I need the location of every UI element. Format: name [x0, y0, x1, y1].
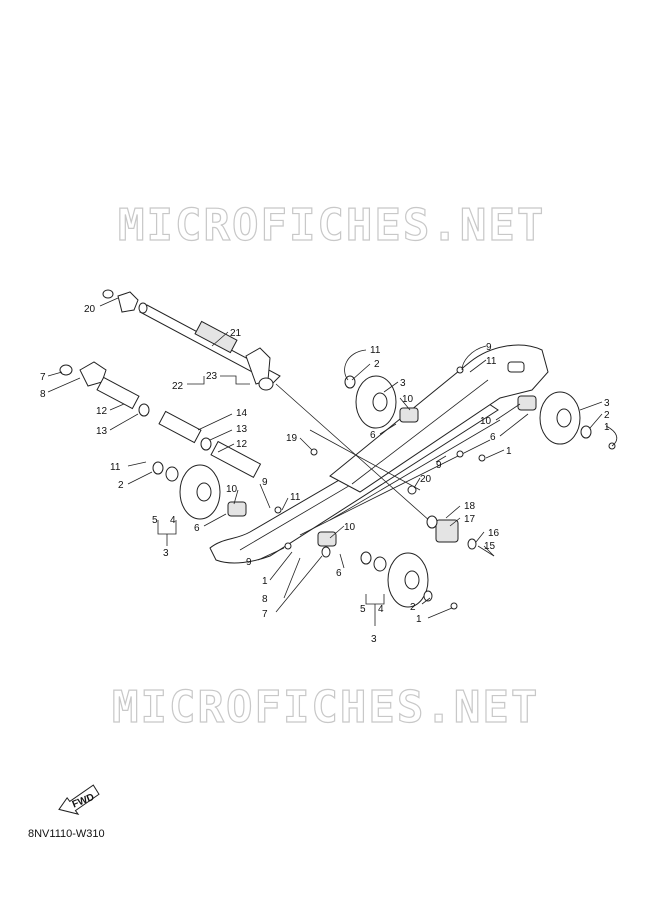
idler-wheel-right-front	[344, 375, 397, 429]
idler-wheel-right-rear	[539, 391, 592, 445]
rear-shaft-lower	[79, 361, 262, 479]
callout-2: 2	[410, 602, 416, 613]
callout-16: 16	[488, 528, 500, 539]
callout-9: 9	[246, 557, 252, 568]
callout-11: 11	[290, 492, 301, 503]
callout-3: 3	[163, 548, 169, 559]
callout-9: 9	[436, 460, 442, 471]
callout-7: 7	[40, 372, 46, 383]
callout-17: 17	[464, 514, 476, 525]
callout-6: 6	[336, 568, 342, 579]
callout-13: 13	[96, 426, 108, 437]
callout-12: 12	[236, 439, 248, 450]
callout-11: 11	[486, 356, 497, 367]
callout-9: 9	[262, 477, 268, 488]
callout-11: 11	[370, 345, 381, 356]
callout-9: 9	[486, 342, 492, 353]
diagram-code: 8NV1110-W310	[28, 828, 105, 840]
callout-23: 23	[206, 371, 218, 382]
callout-5: 5	[360, 604, 366, 615]
callout-labels: 20 21 7 8 22 23 12 13 14 13 12 11 2 5 4 …	[40, 304, 610, 645]
callout-10: 10	[226, 484, 238, 495]
collars-and-bolts	[59, 289, 616, 610]
callout-20: 20	[84, 304, 96, 315]
callout-6: 6	[370, 430, 376, 441]
callout-3: 3	[400, 378, 406, 389]
fwd-arrow-icon: FWD	[58, 784, 100, 815]
watermark-top: MICROFICHES.NET	[118, 200, 545, 251]
callout-3: 3	[371, 634, 377, 645]
idler-wheel-left-front	[152, 461, 221, 520]
callout-1: 1	[604, 422, 610, 433]
callout-21: 21	[230, 328, 242, 339]
leader-lines	[47, 297, 618, 626]
callout-22: 22	[172, 381, 184, 392]
callout-14: 14	[236, 408, 248, 419]
callout-2: 2	[604, 410, 610, 421]
callout-20: 20	[420, 474, 432, 485]
callout-1: 1	[262, 576, 268, 587]
callout-4: 4	[170, 515, 176, 526]
callout-10: 10	[480, 416, 492, 427]
callout-12: 12	[96, 406, 108, 417]
idler-wheel-left-rear	[360, 551, 433, 608]
callout-8: 8	[262, 594, 268, 605]
callout-10: 10	[344, 522, 356, 533]
callout-1: 1	[416, 614, 422, 625]
callout-15: 15	[484, 541, 496, 552]
callout-8: 8	[40, 389, 46, 400]
callout-4: 4	[378, 604, 384, 615]
callout-2: 2	[374, 359, 380, 370]
callout-13: 13	[236, 424, 248, 435]
callout-7: 7	[262, 609, 268, 620]
callout-10: 10	[402, 394, 414, 405]
callout-1: 1	[506, 446, 512, 457]
callout-11: 11	[110, 462, 121, 473]
callout-6: 6	[194, 523, 200, 534]
watermark-bottom: MICROFICHES.NET	[112, 682, 539, 733]
callout-18: 18	[464, 501, 476, 512]
callout-2: 2	[118, 480, 124, 491]
slide-rail-right	[329, 344, 549, 493]
callout-5: 5	[152, 515, 158, 526]
callout-3: 3	[604, 398, 610, 409]
rear-shaft-upper	[117, 291, 281, 391]
fwd-label: FWD	[71, 792, 96, 811]
callout-6: 6	[490, 432, 496, 443]
callout-19: 19	[286, 433, 298, 444]
